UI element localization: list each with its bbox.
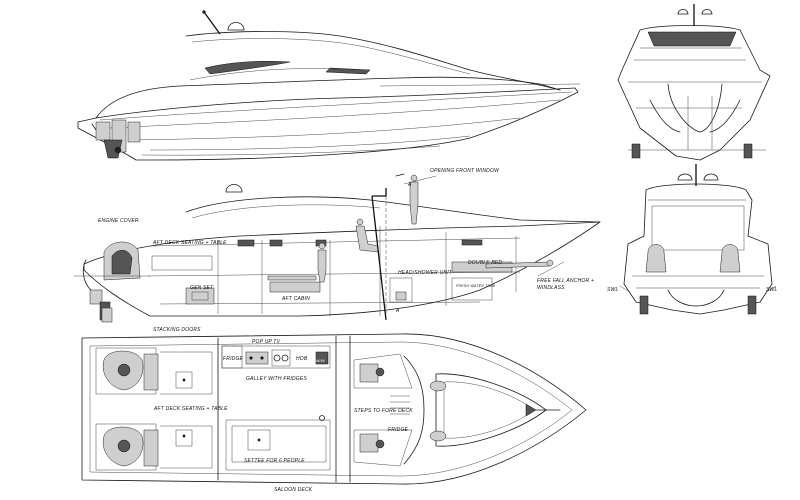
label-free-fall-anchor: FREE FALL ANCHOR + (537, 278, 594, 284)
label-engine-cover: ENGINE COVER (98, 218, 139, 224)
figure-lying-bed (485, 259, 554, 269)
label-fresh-water-tank: FRESH WATER TANK (456, 284, 496, 288)
label-mw: M/W (316, 358, 326, 363)
label-fridge-galley: FRIDGE (223, 356, 244, 362)
swl-label-left: SWL (607, 287, 618, 293)
label-hob: HOB (296, 356, 308, 362)
figure-standing-salon (317, 242, 327, 283)
front-view (617, 4, 771, 161)
label-head-shower-unit: HEAD/SHOWER UNIT (398, 270, 453, 276)
label-aft-deck-seating-lower: AFT DECK SEATING + TABLE (153, 406, 228, 412)
engine-hatch-port (95, 347, 159, 395)
label-settee-for-6: SETTEE FOR 6 PEOPLE (244, 458, 305, 464)
section-mark-a-top: A (407, 182, 412, 188)
label-galley-with-fridges: GALLEY WITH FRIDGES (246, 376, 307, 382)
stern-drives-profile (91, 119, 141, 159)
label-pop-up-tv: POP UP TV (252, 339, 281, 345)
section-mark-a-bottom: A (395, 308, 400, 314)
label-aft-cabin: AFT CABIN (281, 296, 310, 302)
longitudinal-section-view (74, 173, 601, 323)
label-opening-front-window: OPENING FRONT WINDOW (430, 168, 500, 174)
figure-lying-cabin (267, 275, 317, 281)
fore-hatches (429, 380, 561, 442)
section-view (619, 164, 777, 315)
swl-label-right: SWL (766, 287, 777, 293)
label-windlass: WINDLASS (537, 285, 565, 291)
deck-plan-view (81, 333, 587, 485)
label-fridge-helm: FRIDGE (388, 427, 409, 433)
label-stacking-doors: STACKING DOORS (153, 327, 201, 333)
label-steps-to-fore-deck: STEPS TO FORE DECK (354, 408, 413, 414)
engine-hatch-starboard (95, 423, 159, 471)
helm-seats (359, 363, 385, 453)
label-double-bed: DOUBLE BED (468, 260, 502, 266)
label-aft-deck-seating-upper: AFT DECK SEATING + TABLE (152, 240, 227, 246)
profile-view-exterior (77, 10, 581, 161)
label-saloon-deck: SALOON DECK (274, 487, 313, 493)
figure-standing (409, 174, 419, 225)
label-gen-set: GEN SET (190, 285, 214, 291)
